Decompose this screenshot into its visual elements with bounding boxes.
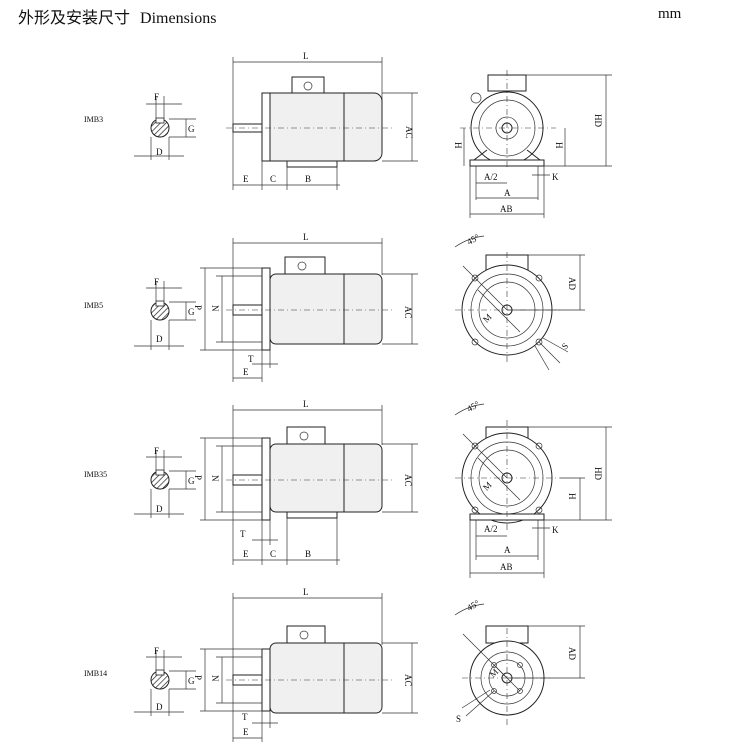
motor-body <box>261 92 383 162</box>
dim-l: L <box>303 232 309 242</box>
dim-p: P <box>193 305 203 310</box>
dim-s: S <box>560 341 571 352</box>
title-chinese: 外形及安装尺寸 <box>18 8 131 27</box>
side-view-imb14: L P N AC T E <box>193 587 418 742</box>
dim-t: T <box>242 712 248 722</box>
dim-d: D <box>156 334 163 344</box>
dim-b: B <box>305 174 311 184</box>
label-imb5: IMB5 <box>84 301 103 310</box>
side-view-imb35: L P N AC T <box>193 399 418 565</box>
dim-l: L <box>303 399 309 409</box>
dim-k: K <box>552 172 559 182</box>
dim-p: P <box>193 475 203 480</box>
dim-f: F <box>154 446 159 456</box>
dim-hd: HD <box>593 467 603 480</box>
dim-p: P <box>193 675 203 680</box>
dim-c: C <box>270 174 276 184</box>
dim-f: F <box>154 646 159 656</box>
front-view-imb35: M 45° HD H A/2 K A AB <box>454 399 612 578</box>
page-title: 外形及安装尺寸 Dimensions <box>18 4 216 28</box>
shaft-section-imb14: F G D <box>134 646 196 716</box>
side-view-imb3: L AC E C B <box>226 51 418 190</box>
dim-a: A <box>504 188 511 198</box>
dim-ab: AB <box>500 562 513 572</box>
dim-l: L <box>303 587 309 597</box>
dim-f: F <box>154 92 159 102</box>
dim-k: K <box>552 525 559 535</box>
dim-e: E <box>243 367 249 377</box>
dim-g: G <box>188 476 195 486</box>
unit-label: mm <box>658 6 682 22</box>
dim-g: G <box>188 124 195 134</box>
dim-d: D <box>156 702 163 712</box>
side-view-imb5: L P N AC T E <box>193 232 418 382</box>
dim-ac: AC <box>403 306 413 319</box>
dim-ac: AC <box>403 674 413 687</box>
dim-n: N <box>210 305 220 312</box>
dim-d: D <box>156 147 163 157</box>
dim-a-half: A/2 <box>484 524 498 534</box>
dim-e: E <box>243 174 249 184</box>
dim-angle: 45° <box>465 399 481 414</box>
dim-angle: 45° <box>465 598 481 613</box>
front-view-imb14: M 45° AD S <box>454 598 585 728</box>
label-imb35: IMB35 <box>84 470 107 479</box>
dim-l: L <box>303 51 309 61</box>
dim-b: B <box>305 549 311 559</box>
dim-h: H <box>567 493 577 500</box>
shaft-section-imb5: F G D <box>134 277 196 350</box>
title-english: Dimensions <box>140 10 217 27</box>
label-imb14: IMB14 <box>84 669 107 678</box>
row-imb3: IMB3 F G D L <box>84 51 612 218</box>
dim-d: D <box>156 504 163 514</box>
dim-a-half: A/2 <box>484 172 498 182</box>
dim-s: S <box>456 714 461 724</box>
front-view-imb3: HD H H A/2 K A AB <box>453 70 612 218</box>
dim-ab: AB <box>500 204 513 214</box>
dim-e: E <box>243 727 249 737</box>
dim-hd: HD <box>593 114 603 127</box>
dim-ad: AD <box>567 647 577 660</box>
front-view-imb5: M 45° AD S <box>454 232 585 371</box>
dim-angle: 45° <box>465 232 481 247</box>
row-imb35: IMB35 F G D L <box>84 399 612 578</box>
dim-g: G <box>188 676 195 686</box>
row-imb5: IMB5 F G D L <box>84 232 585 382</box>
label-imb3: IMB3 <box>84 115 103 124</box>
foot <box>286 160 338 168</box>
dim-ac: AC <box>404 126 414 139</box>
dim-e: E <box>243 549 249 559</box>
dim-a: A <box>504 545 511 555</box>
dim-g: G <box>188 307 195 317</box>
dim-n: N <box>210 675 220 682</box>
dim-n: N <box>210 475 220 482</box>
shaft-section-imb35: F G D <box>134 446 196 518</box>
dim-h-left: H <box>453 142 463 149</box>
dim-c: C <box>270 549 276 559</box>
dim-f: F <box>154 277 159 287</box>
dim-ad: AD <box>567 277 577 290</box>
dim-h-right: H <box>554 142 564 149</box>
dim-t: T <box>248 354 254 364</box>
dim-ac: AC <box>403 474 413 487</box>
shaft-section-imb3: F G D <box>134 92 196 160</box>
terminal-box <box>291 76 325 94</box>
row-imb14: IMB14 F G D L <box>84 587 585 742</box>
dim-t: T <box>240 529 246 539</box>
